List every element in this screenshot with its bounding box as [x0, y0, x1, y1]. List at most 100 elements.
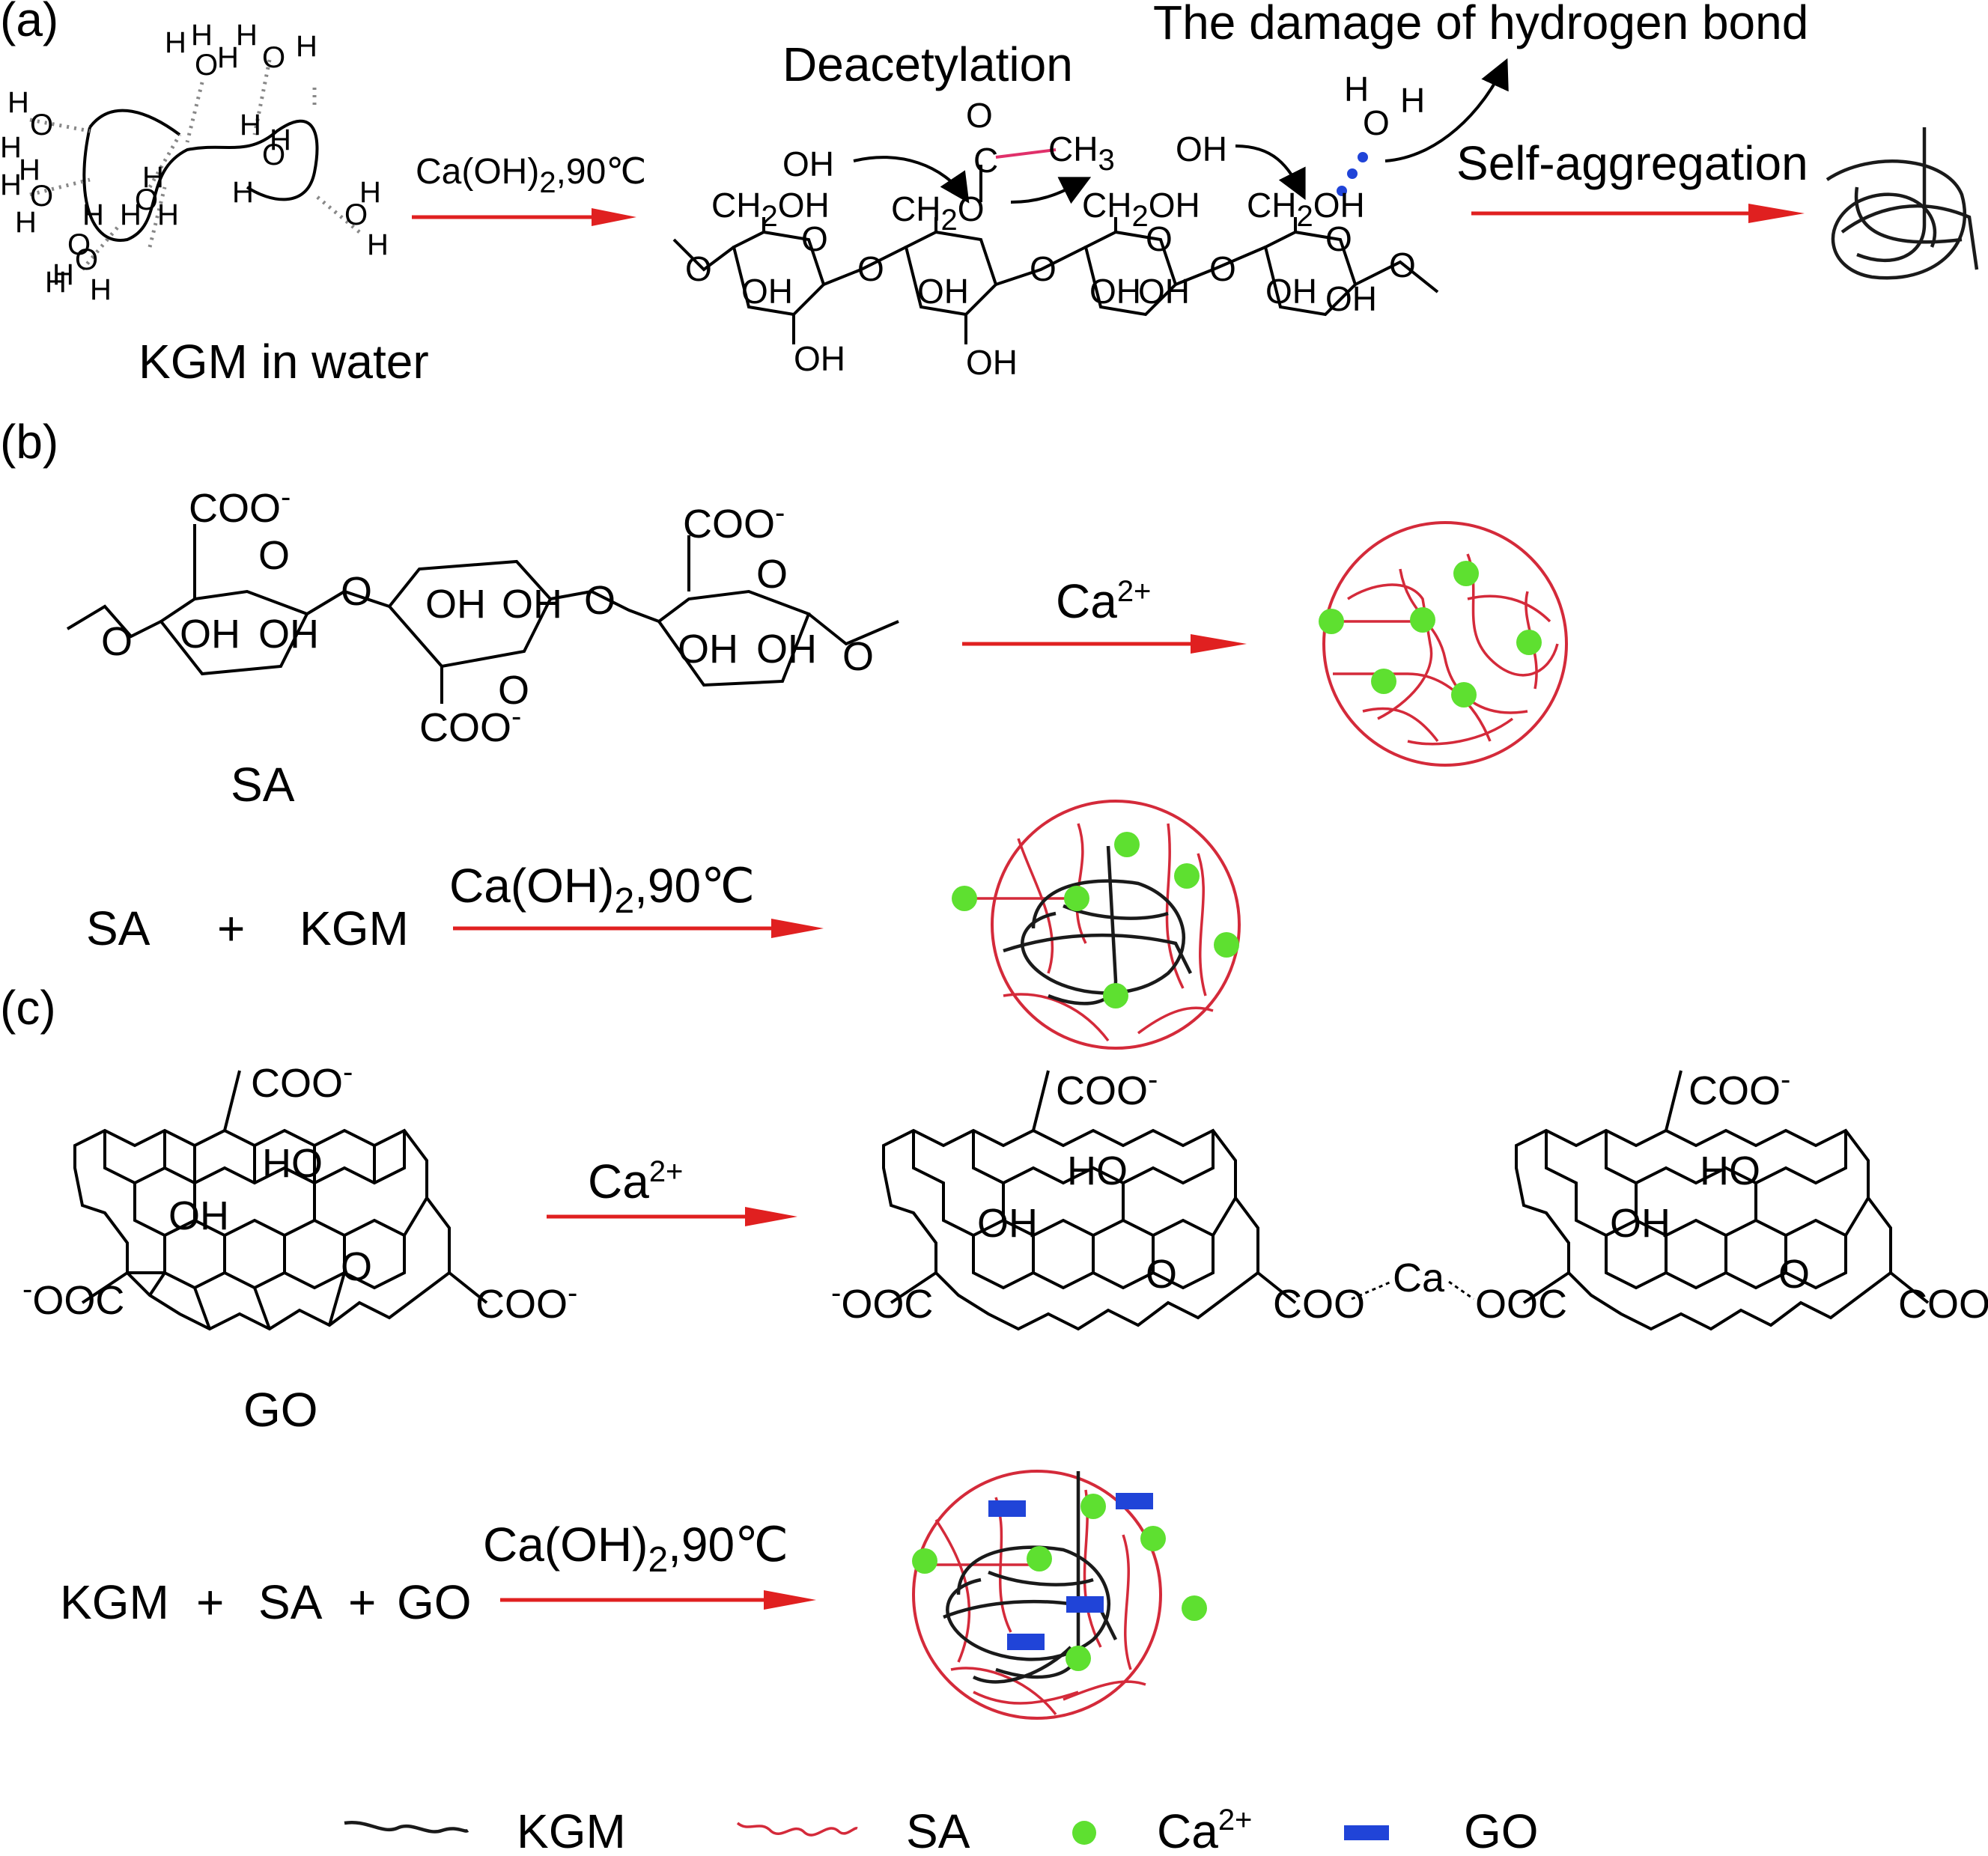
svg-text:O: O — [842, 634, 874, 679]
svg-text:O: O — [341, 1244, 372, 1289]
svg-text:+: + — [196, 1575, 224, 1629]
svg-text:+: + — [348, 1575, 376, 1629]
svg-text:OH: OH — [1610, 1201, 1671, 1246]
svg-text:H: H — [191, 19, 213, 52]
svg-text:O: O — [756, 552, 788, 597]
svg-text:OH: OH — [977, 1201, 1038, 1246]
svg-text:CH2O: CH2O — [891, 189, 984, 237]
svg-text:O: O — [498, 668, 529, 713]
svg-text:COO-: COO- — [419, 700, 521, 750]
svg-text:O: O — [135, 183, 158, 216]
svg-text:O: O — [1146, 219, 1173, 258]
svg-text:OH: OH — [1089, 272, 1141, 311]
svg-text:OH: OH — [168, 1193, 229, 1238]
panel-b: (b) COO- O OH OH O O O — [0, 415, 1568, 1050]
svg-text:Ca: Ca — [1393, 1256, 1445, 1300]
go-sheet-structure: COO- HO OH O -OOC COO- GO — [22, 1056, 577, 1437]
svg-text:COO-: COO- — [1688, 1063, 1790, 1113]
svg-text:OH: OH — [180, 612, 240, 657]
arrow-b1: Ca2+ — [962, 574, 1247, 654]
svg-text:KGM: KGM — [517, 1804, 626, 1856]
svg-text:HO: HO — [262, 1141, 323, 1186]
svg-text:H: H — [0, 131, 22, 164]
svg-text:OH: OH — [1138, 272, 1190, 311]
legend-item-ca: Ca2+ — [1072, 1804, 1252, 1856]
svg-text:SA: SA — [86, 901, 151, 955]
kgm-sa-go-equation: KGM + SA + GO Ca(OH)2,90℃ — [60, 1518, 816, 1629]
svg-text:H: H — [165, 26, 186, 59]
svg-text:H: H — [52, 258, 74, 291]
svg-text:H: H — [217, 41, 239, 74]
svg-text:CH2OH: CH2OH — [1247, 186, 1365, 233]
sa-structure: COO- O OH OH O O OH OH O COO- O COO- O O… — [66, 481, 899, 812]
svg-text:COO-: COO- — [1898, 1277, 1988, 1327]
sa-kgm-equation: SA + KGM Ca(OH)2,90℃ — [86, 859, 824, 955]
kgm-in-water-label: KGM in water — [139, 335, 429, 389]
svg-text:OOC: OOC — [1475, 1282, 1567, 1327]
legend-item-go: GO — [1344, 1804, 1539, 1856]
svg-text:OH: OH — [502, 582, 562, 627]
svg-text:H: H — [236, 19, 258, 52]
legend-item-kgm: KGM — [344, 1804, 626, 1856]
svg-text:H: H — [1400, 81, 1425, 120]
svg-text:OH: OH — [1265, 272, 1317, 311]
svg-text:HO: HO — [1700, 1148, 1760, 1193]
svg-text:O: O — [1146, 1252, 1177, 1297]
self-aggregation-label: Self-aggregation — [1456, 136, 1808, 190]
svg-text:OH: OH — [1325, 279, 1377, 318]
svg-text:O: O — [195, 49, 218, 82]
svg-text:COO-: COO- — [475, 1277, 577, 1327]
svg-text:O: O — [75, 243, 98, 276]
sa-ca-gel-sphere — [1319, 521, 1568, 767]
svg-text:H: H — [19, 153, 40, 186]
svg-text:Ca2+: Ca2+ — [1056, 574, 1151, 628]
svg-text:H: H — [120, 198, 142, 231]
arrow-a2: Self-aggregation — [1456, 136, 1808, 223]
svg-text:GO: GO — [397, 1575, 472, 1629]
svg-text:H: H — [82, 198, 104, 231]
svg-text:OH: OH — [678, 627, 738, 672]
svg-text:HO: HO — [1067, 1148, 1128, 1193]
svg-text:OH: OH — [425, 582, 486, 627]
svg-text:SA: SA — [258, 1575, 323, 1629]
svg-text:H: H — [270, 124, 291, 156]
panel-c: (c) COO- HO OH O -OOC COO- — [0, 981, 1988, 1720]
svg-text:H: H — [90, 273, 112, 306]
go-name-label: GO — [243, 1383, 318, 1437]
svg-text:Ca(OH)2,90℃: Ca(OH)2,90℃ — [449, 859, 755, 921]
svg-text:KGM: KGM — [300, 901, 409, 955]
svg-text:OH: OH — [1176, 130, 1227, 168]
svg-text:O: O — [258, 533, 290, 578]
svg-text:O: O — [101, 619, 133, 664]
svg-text:-OOC: -OOC — [831, 1277, 933, 1327]
kgm-aggregate-tangle — [1826, 127, 1979, 280]
arrow-c1: Ca2+ — [547, 1154, 797, 1226]
svg-text:+: + — [217, 901, 245, 955]
svg-text:CH3: CH3 — [1048, 130, 1115, 177]
svg-text:O: O — [1325, 219, 1352, 258]
svg-text:CH2OH: CH2OH — [711, 186, 830, 233]
svg-text:O: O — [1209, 249, 1236, 288]
svg-text:KGM: KGM — [60, 1575, 169, 1629]
legend: KGM SA Ca2+ GO — [344, 1804, 1539, 1856]
arrow-a1: Ca(OH)2,90℃ — [412, 152, 646, 226]
svg-text:OH: OH — [782, 144, 834, 183]
go-ca-bridged-pair: COO- HO OH O -OOC COO Ca OOC COO- HO OH … — [831, 1063, 1988, 1331]
svg-text:Ca(OH)2,90℃: Ca(OH)2,90℃ — [483, 1518, 788, 1580]
svg-text:O: O — [1030, 249, 1057, 288]
svg-text:OH: OH — [756, 627, 817, 672]
kgm-sa-go-composite-sphere — [912, 1470, 1207, 1720]
svg-text:COO-: COO- — [683, 496, 785, 547]
svg-text:O: O — [801, 219, 828, 258]
svg-text:-OOC: -OOC — [22, 1273, 124, 1323]
panel-a-label: (a) — [0, 0, 58, 46]
svg-text:O: O — [262, 139, 285, 171]
svg-text:H: H — [45, 266, 67, 299]
svg-text:Ca(OH)2,90℃: Ca(OH)2,90℃ — [416, 152, 646, 199]
deacetylation-label: Deacetylation — [782, 37, 1073, 91]
svg-text:H: H — [0, 168, 22, 201]
svg-text:OH: OH — [966, 343, 1018, 382]
svg-text:H: H — [367, 228, 389, 261]
